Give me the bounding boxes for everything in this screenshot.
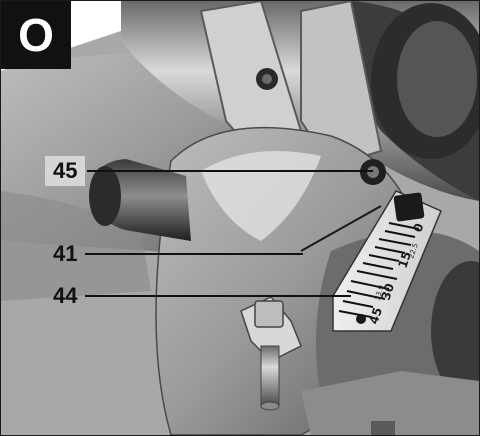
leader-line-45 [87, 170, 373, 172]
scale-label-0: 0 [411, 222, 427, 234]
leader-line-44 [85, 295, 351, 297]
scale-label-15: 15 [396, 250, 414, 270]
callout-45: 45 [45, 156, 86, 186]
scale-label-45: 45 [367, 306, 385, 326]
bevel-scale: 0 15 22.5 30 33.9 45 [300, 190, 442, 332]
figure-label: O [1, 1, 71, 69]
leader-line-41 [85, 253, 303, 255]
callout-44: 44 [53, 283, 78, 308]
scale-label-30: 30 [379, 282, 397, 302]
callout-41: 41 [53, 241, 78, 266]
